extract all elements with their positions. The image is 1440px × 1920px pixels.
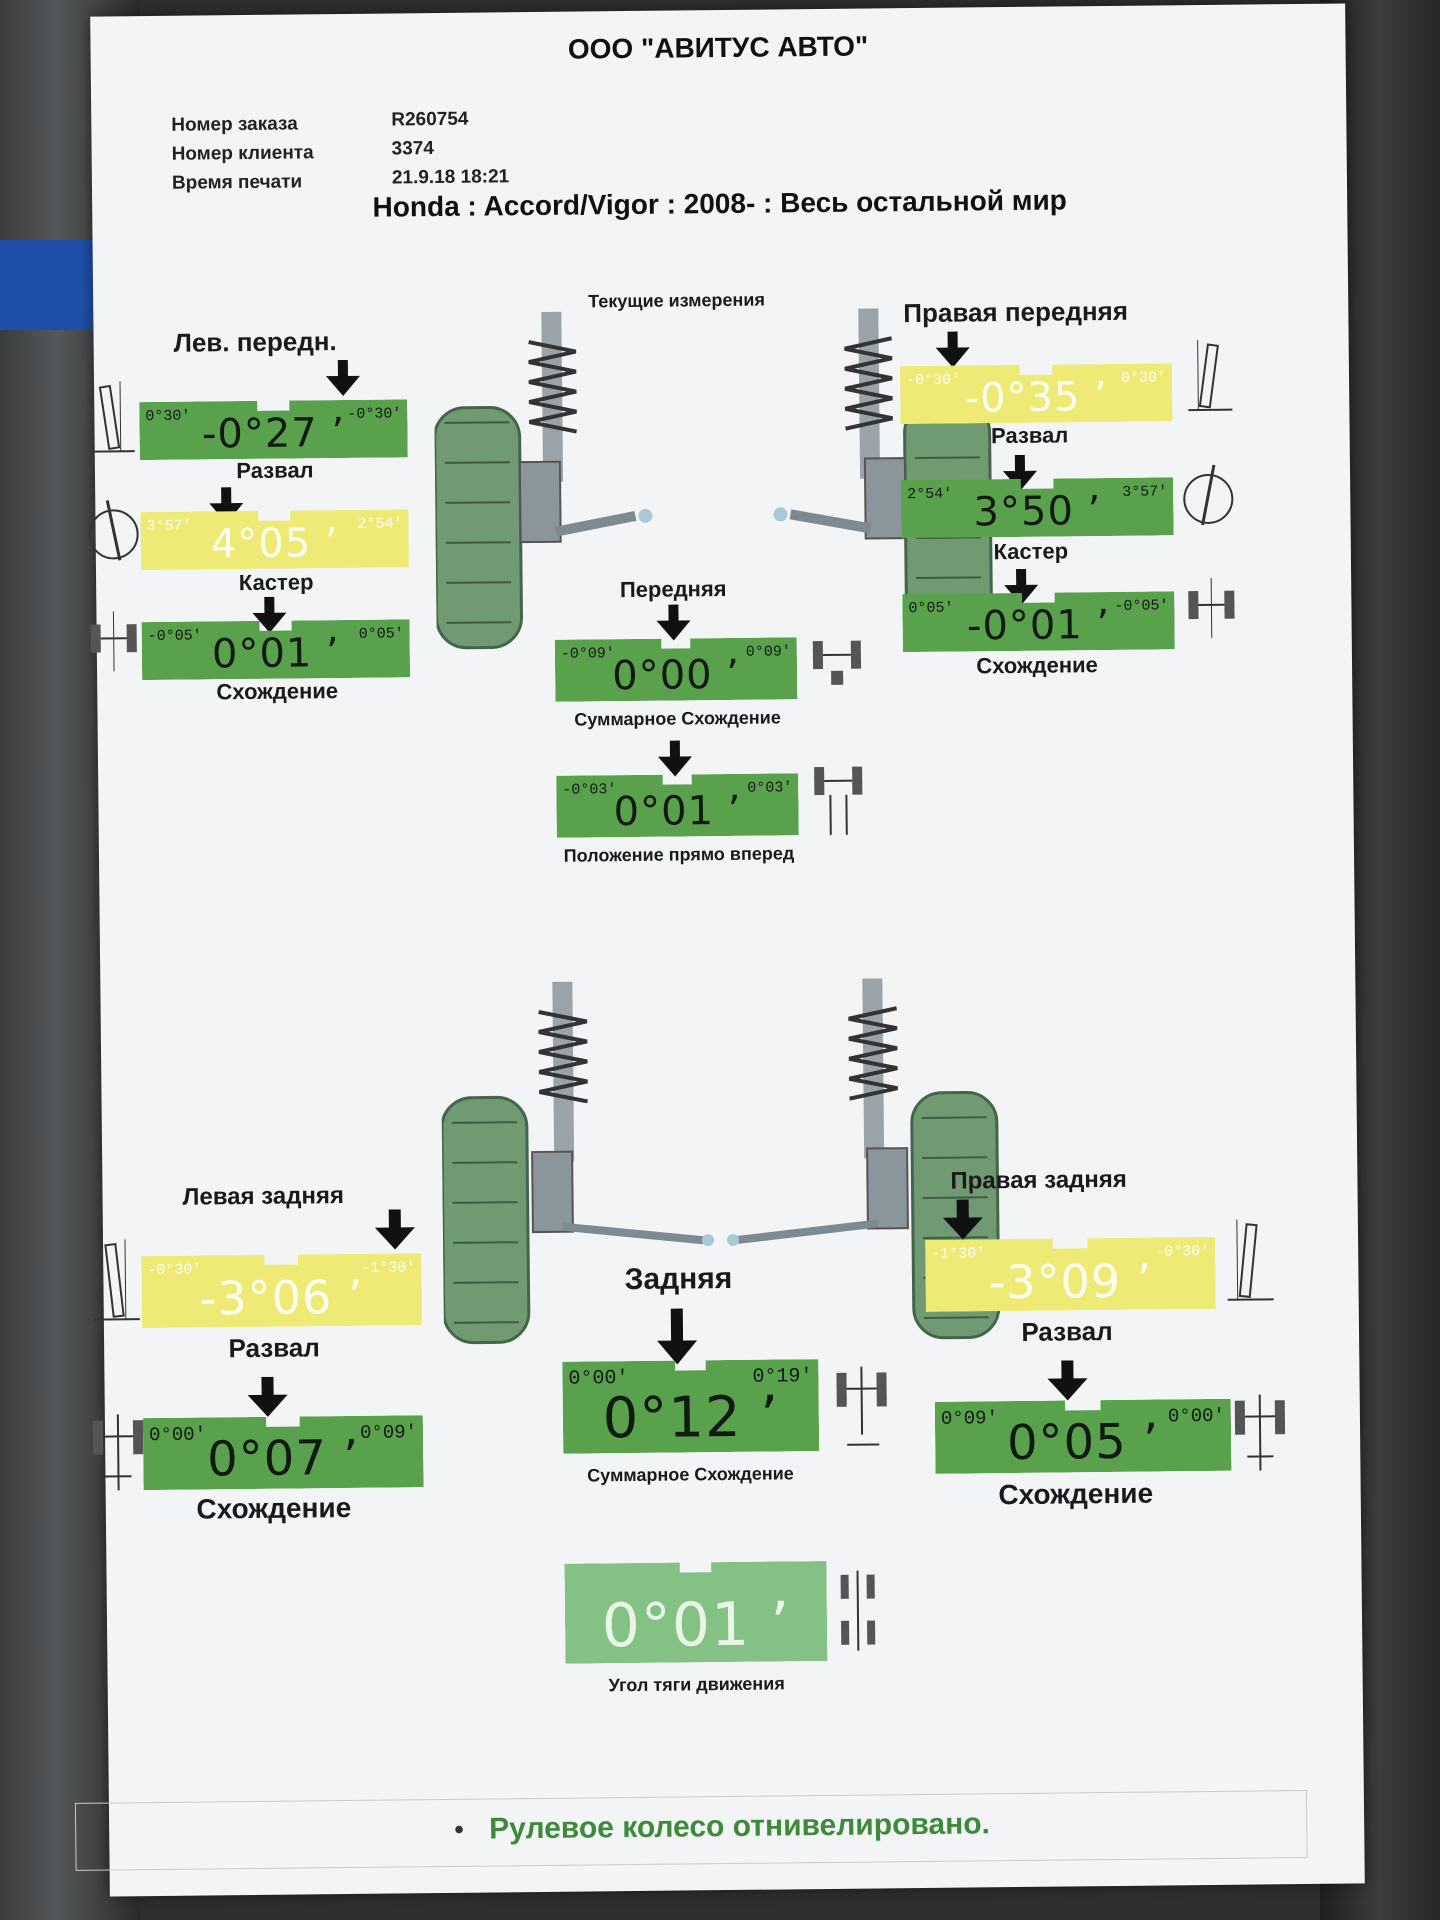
front-left-toe-value: 0°01 ’ [211,630,341,678]
caster-diagram-icon-right [1183,464,1234,526]
thrust-angle-box: 0°01 ’ [564,1561,827,1664]
rear-left-toe-arrow-icon [247,1376,288,1417]
front-right-toe-label: Схождение [976,652,1098,679]
rear-right-camber-arrow-icon [942,1199,983,1240]
rear-right-strut [727,978,909,1246]
front-left-camber-label: Развал [236,457,314,484]
rear-left-toe-label: Схождение [196,1491,352,1525]
rear-right-camber-value: -3°09 ’ [988,1253,1153,1310]
rear-total-toe-box: 0°00' 0°19' 0°12 ’ [562,1359,819,1454]
rear-right-toe-value: 0°05 ’ [1006,1413,1160,1472]
rear-left-camber-label: Развал [228,1332,320,1364]
front-left-camber-value: -0°27 ’ [201,409,346,458]
rear-left-title: Левая задняя [182,1182,345,1211]
rear-left-wheel [440,1095,531,1345]
camber-diagram-icon-right [1188,340,1233,412]
straight-ahead-value: 0°01 ’ [613,787,742,836]
caster-diagram-icon [88,500,139,561]
rear-left-camber-value: -3°06 ’ [199,1269,364,1326]
rear-center-title: Задняя [624,1261,733,1297]
thrust-angle-diagram-icon [840,1570,876,1651]
rear-total-toe-value: 0°12 ’ [602,1384,780,1452]
front-left-title: Лев. передн. [173,326,337,358]
rear-right-toe-box: 0°09' 0°00' 0°05 ’ [935,1399,1232,1474]
thrust-angle-value: 0°01 ’ [601,1589,791,1662]
front-right-camber-arrow-icon [935,331,970,368]
front-right-camber-value: -0°35 ’ [964,373,1109,422]
total-toe-diagram-icon [812,640,862,685]
rear-left-toe-box: 0°00' 0°09' 0°07 ’ [143,1415,424,1490]
front-right-caster-box: 2°54' 3°57' 3°50 ’ [901,477,1174,538]
rear-left-camber-box: -0°30' -1°30' -3°06 ’ [141,1253,422,1328]
rear-right-camber-label: Развал [1021,1315,1113,1347]
rear-left-strut [531,981,715,1247]
front-right-title: Правая передняя [903,295,1129,329]
print-time-value: 21.9.18 18:21 [391,166,510,189]
client-number-value: 3374 [391,138,434,160]
toe-diagram-icon-right [1188,577,1235,638]
front-right-caster-value: 3°50 ’ [973,488,1102,536]
rear-right-title: Правая задняя [950,1165,1127,1195]
rear-total-toe-label: Суммарное Схождение [587,1463,794,1486]
front-total-toe-arrow-icon [656,604,691,641]
front-left-caster-value: 4°05 ’ [210,520,339,568]
rear-suspension-illustration [440,978,1001,1345]
straight-ahead-box: -0°03' 0°03' 0°01 ’ [556,773,799,838]
rear-toe-diagram-icon-right [1234,1394,1286,1471]
meta-values: R260754 3374 21.9.18 18:21 [391,104,509,192]
client-number-label: Номер клиента [171,142,314,165]
front-left-camber-arrow-icon [325,359,360,396]
front-left-caster-box: 3°57' 2°54' 4°05 ’ [140,509,409,570]
front-right-toe-box: 0°05' -0°05' -0°01 ’ [902,591,1175,652]
straight-ahead-diagram-icon [814,766,863,835]
order-number-label: Номер заказа [171,113,298,136]
alignment-report-sheet: ООО "АВИТУС АВТО" Номер заказа Номер кли… [74,3,1365,1897]
front-total-toe-label: Суммарное Схождение [574,707,781,730]
order-number-value: R260754 [391,108,469,131]
meta-labels: Номер заказа Номер клиента Время печати [171,109,314,197]
straight-ahead-arrow-icon [657,740,692,777]
rear-left-camber-arrow-icon [374,1209,415,1250]
front-right-toe-value: -0°01 ’ [966,601,1111,650]
toe-diagram-icon [90,611,137,672]
front-left-wheel [433,405,524,650]
front-total-toe-value: 0°00 ’ [611,651,741,700]
front-right-strut [773,308,907,540]
camber-diagram-icon [91,381,135,453]
front-right-caster-label: Кастер [993,538,1069,565]
front-center-title: Передняя [619,575,727,603]
rear-total-toe-diagram-icon [836,1366,887,1446]
steering-wheel-note: Рулевое колесо отнивелировано. [489,1807,991,1846]
rear-camber-diagram-icon-right [1227,1219,1274,1301]
current-measurements-label: Текущие измерения [588,289,766,312]
rear-total-toe-arrow-icon [657,1308,698,1365]
front-left-strut [518,311,653,544]
front-left-camber-box: 0°30' -0°30' -0°27 ’ [139,399,408,460]
company-name: ООО "АВИТУС АВТО" [567,30,869,65]
rear-camber-diagram-icon [93,1239,140,1321]
rear-right-camber-box: -1°30' -0°30' -3°09 ’ [925,1237,1216,1312]
front-right-camber-box: -0°30' 0°30' -0°35 ’ [900,363,1173,424]
rear-toe-diagram-icon [92,1414,144,1491]
front-right-camber-label: Развал [990,422,1069,449]
front-left-caster-label: Кастер [238,569,314,596]
front-left-toe-label: Схождение [216,678,339,705]
rear-left-toe-value: 0°07 ’ [206,1429,360,1488]
thrust-angle-label: Угол тяги движения [608,1673,785,1696]
rear-right-toe-label: Схождение [998,1477,1154,1511]
front-left-toe-arrow-icon [252,596,287,633]
footer-bullet: • [454,1813,465,1845]
rear-right-toe-arrow-icon [1047,1360,1088,1401]
straight-ahead-label: Положение прямо вперед [563,843,795,866]
